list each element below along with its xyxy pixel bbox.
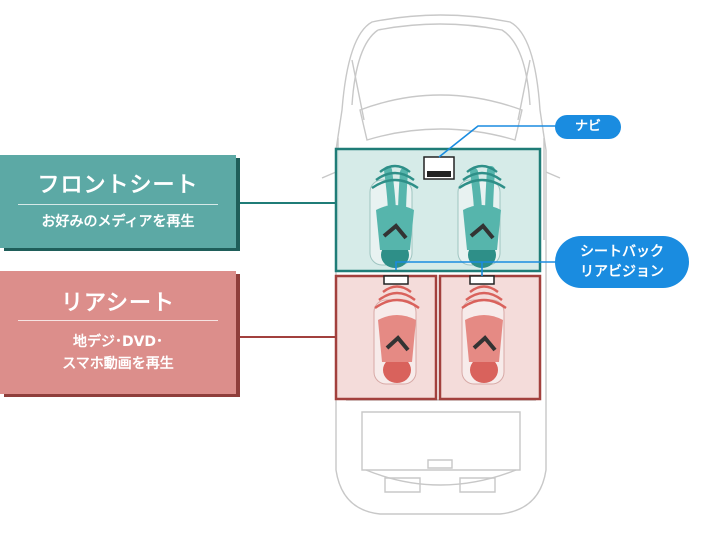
seatback-label-line2: リアビジョン [580,264,664,280]
rear-seat-divider [18,320,218,321]
seatback-label-line1: シートバック [580,244,664,260]
rear-left-monitor [383,275,409,285]
front-seat-subtitle: お好みのメディアを再生 [41,214,195,230]
rear-seat-title: リアシート [60,291,176,316]
rear-left-occupant [373,285,420,385]
rear-seat-subtitle-line2: スマホ動画を再生 [62,356,174,372]
seatback-rear-vision-label: シートバック リアビジョン [555,236,689,288]
seatback-leader-line [395,261,556,270]
front-right-occupant [457,164,506,268]
front-seat-panel: フロントシート お好みのメディアを再生 [0,155,236,248]
front-seat-divider [18,204,218,205]
rear-right-monitor [469,275,495,285]
car-outline [321,14,561,515]
navi-label: ナビ [555,115,621,139]
front-seat-title: フロントシート [37,173,199,198]
rear-seat-subtitle-line1: 地デジ･DVD･ [72,334,164,350]
rear-right-occupant [461,285,507,385]
front-left-occupant [369,164,419,268]
navi-leader-line [438,125,556,158]
rear-seat-subtitle: 地デジ･DVD･ スマホ動画を再生 [0,331,236,375]
rear-seat-panel: リアシート 地デジ･DVD･ スマホ動画を再生 [0,271,236,394]
